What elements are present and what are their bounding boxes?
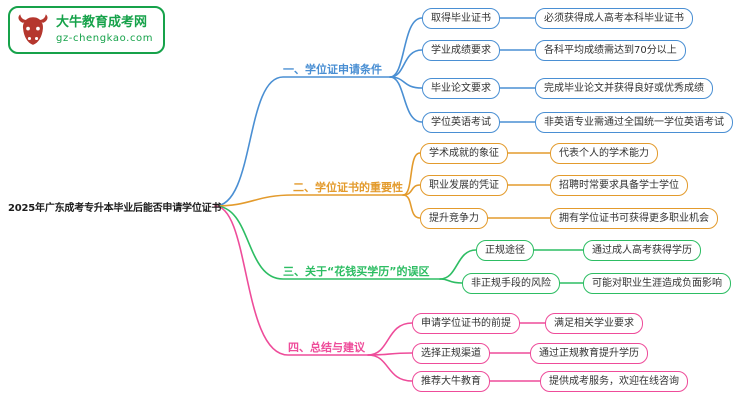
bull-logo-icon: [16, 12, 50, 48]
branch-2-leaf-3: 拥有学位证书可获得更多职业机会: [550, 208, 718, 229]
branch-2-sub-3: 提升竞争力: [420, 208, 488, 229]
mindmap-root-topic: 2025年广东成考专升本毕业后能否申请学位证书: [8, 203, 222, 214]
branch-3-sub-2: 非正规手段的风险: [462, 273, 560, 294]
branch-1-leaf-4: 非英语专业需通过全国统一学位英语考试: [535, 112, 733, 133]
branch-1-sub-2: 学业成绩要求: [422, 40, 500, 61]
branch-2-sub-2: 职业发展的凭证: [420, 175, 508, 196]
branch-1-sub-4: 学位英语考试: [422, 112, 500, 133]
branch-2-leaf-2: 招聘时常要求具备学士学位: [550, 175, 688, 196]
site-name: 大牛教育成考网: [56, 14, 148, 30]
branch-4-connectors: [214, 205, 554, 382]
branch-4-leaf-1: 满足相关学业要求: [545, 313, 643, 334]
branch-1-leaf-3: 完成毕业论文并获得良好或优秀成绩: [535, 78, 713, 99]
branch-1-label: 一、学位证申请条件: [283, 63, 382, 76]
branch-4-sub-2: 选择正规渠道: [412, 343, 490, 364]
branch-1-sub-1: 取得毕业证书: [422, 8, 500, 29]
branch-1-leaf-2: 各科平均成绩需达到70分以上: [535, 40, 686, 61]
branch-2-sub-1: 学术成就的象征: [420, 143, 508, 164]
branch-4-sub-3: 推荐大牛教育: [412, 371, 490, 392]
branch-3-leaf-2: 可能对职业生涯造成负面影响: [583, 273, 731, 294]
branch-3-label: 三、关于“花钱买学历”的误区: [283, 265, 430, 278]
branch-1-leaf-1: 必须获得成人高考本科毕业证书: [535, 8, 693, 29]
branch-3-leaf-1: 通过成人高考获得学历: [583, 240, 701, 261]
branch-4-leaf-2: 通过正规教育提升学历: [530, 343, 648, 364]
branch-4-leaf-3: 提供成考服务，欢迎在线咨询: [540, 371, 688, 392]
branch-2-label: 二、学位证书的重要性: [293, 181, 403, 194]
branch-4-label: 四、总结与建议: [288, 341, 365, 354]
site-url: gz-chengkao.com: [56, 32, 154, 44]
branch-4-sub-1: 申请学位证书的前提: [412, 313, 520, 334]
site-logo: 大牛教育成考网 gz-chengkao.com: [8, 6, 166, 54]
branch-3-sub-1: 正规途径: [476, 240, 534, 261]
branch-2-leaf-1: 代表个人的学术能力: [550, 143, 658, 164]
branch-1-sub-3: 毕业论文要求: [422, 78, 500, 99]
